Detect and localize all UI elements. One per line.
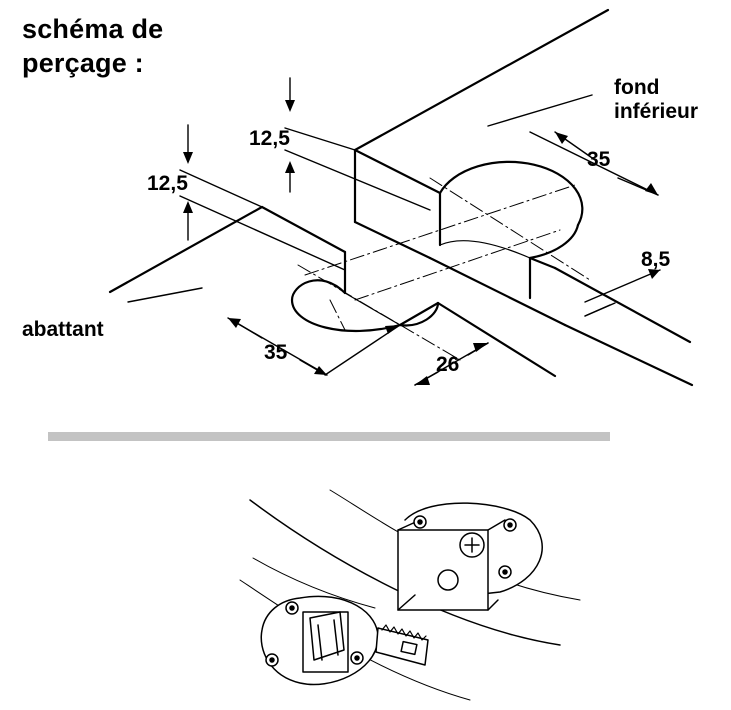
- dimension-arrows: [183, 100, 660, 385]
- dim-flap-distance: 26: [436, 353, 460, 376]
- lower-hinge-plate: [260, 595, 379, 686]
- title-line-1: schéma de: [22, 14, 164, 44]
- label-bottom-panel-line-2: inférieur: [614, 100, 699, 123]
- dim-bottom-distance: 8,5: [641, 248, 671, 271]
- dim-flap-diameter: 35: [264, 341, 288, 364]
- bottom-panel-bore: [438, 160, 584, 300]
- toothed-rail: [375, 624, 429, 666]
- drilling-diagram: [108, 8, 694, 387]
- section-divider: [48, 432, 610, 441]
- bottom-panel-outline: [353, 8, 694, 387]
- label-bottom-panel: fond inférieur: [614, 76, 698, 124]
- upper-hinge-plate: [397, 502, 543, 611]
- label-bottom-panel-line-1: fond: [614, 76, 660, 99]
- title-line-2: perçage :: [22, 48, 144, 78]
- label-flap: abattant: [22, 318, 104, 341]
- dim-bottom-diameter: 35: [587, 148, 611, 171]
- flap-panel-outline: [108, 205, 557, 378]
- dim-bottom-depth: 12,5: [249, 127, 290, 150]
- centre-lines: [297, 177, 591, 361]
- dim-flap-depth: 12,5: [147, 172, 188, 195]
- drawing-title: schéma de perçage :: [22, 12, 163, 80]
